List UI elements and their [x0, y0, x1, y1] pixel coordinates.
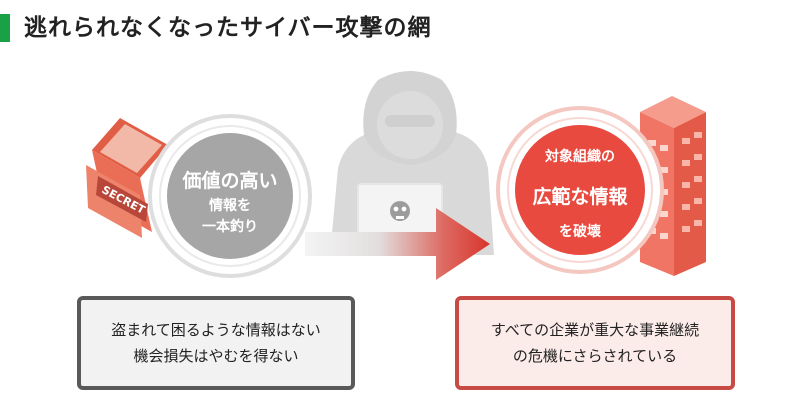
secret-folder-icon: SECRET: [86, 118, 168, 238]
left-circle-sub-line2: 一本釣り: [202, 219, 258, 235]
title-accent-bar: [0, 14, 10, 42]
left-circle-sub-text: 情報を 一本釣り: [160, 196, 300, 238]
right-box-line1: すべての企業が重大な事業継続: [490, 321, 700, 339]
page-title: 逃れられなくなったサイバー攻撃の網: [24, 15, 432, 41]
high-value-info-circle: [148, 114, 312, 278]
target-info-circle: [496, 106, 664, 274]
right-circle-line1: 対象組織の: [545, 149, 615, 165]
left-box-line1: 盗まれて困るような情報はない: [111, 321, 321, 339]
right-box-line2: の危機にさらされている: [512, 347, 678, 365]
left-box-line2: 機会損失はやむを得ない: [133, 347, 299, 365]
left-callout-box: 盗まれて困るような情報はない 機会損失はやむを得ない: [77, 296, 355, 390]
left-circle-sub-line1: 情報を: [209, 198, 251, 214]
left-circle-main-text: 価値の高い: [182, 170, 278, 192]
right-circle-line3: を破壊: [559, 224, 601, 240]
right-callout-box: すべての企業が重大な事業継続 の危機にさらされている: [455, 296, 735, 390]
right-circle-line2: 広範な情報: [532, 186, 628, 208]
attack-arrow: [305, 208, 490, 280]
